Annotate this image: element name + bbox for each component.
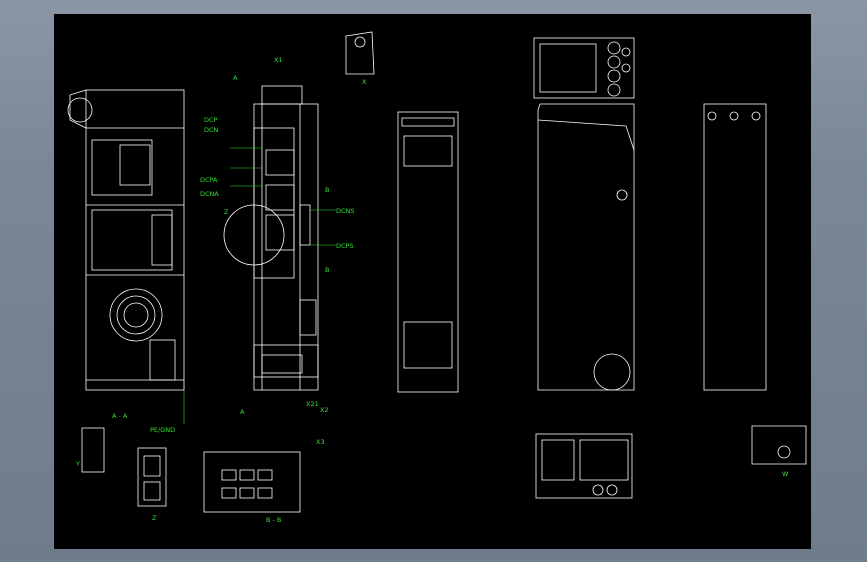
section-a-top: A <box>233 74 238 82</box>
front-module-view <box>223 85 319 391</box>
callout-x2: X2 <box>320 406 329 414</box>
callout-x3: X3 <box>316 438 325 446</box>
detail-z-callout: Z <box>224 208 229 216</box>
view-y-label: Y <box>75 460 80 468</box>
callout-x21: X21 <box>306 400 319 408</box>
section-a-bottom: A <box>240 408 245 416</box>
section-b-bottom: B <box>325 266 329 274</box>
detail-z-view <box>137 447 167 507</box>
dcp-label: DCP <box>204 116 218 124</box>
view-w-label: W <box>782 470 789 478</box>
section-b-top: B <box>325 186 329 194</box>
section-bb-label: B - B <box>266 516 281 524</box>
drawing-sheet[interactable] <box>54 14 811 549</box>
detail-x-view <box>345 31 375 75</box>
dcn-label: DCN <box>204 126 219 134</box>
top-view <box>533 37 635 99</box>
rear-view <box>703 103 767 391</box>
section-aa-label: A - A <box>112 412 128 420</box>
dcns-label: DCNS <box>336 207 355 215</box>
bottom-view <box>535 433 633 499</box>
callout-x1: X1 <box>274 56 283 64</box>
side-view <box>537 103 635 391</box>
dcps-label: DCPS <box>336 242 354 250</box>
pe-label: PE/GND <box>150 426 175 434</box>
detail-y-view <box>81 427 105 473</box>
section-bb-view <box>203 451 301 513</box>
view-z-label: Z <box>152 514 157 522</box>
detail-w-view <box>751 425 807 465</box>
dcna-label: DCNA <box>200 190 219 198</box>
front-cover-view <box>397 111 459 393</box>
dcpa-label: DCPA <box>200 176 218 184</box>
section-aa-view <box>67 89 185 391</box>
view-x-label: X <box>362 78 367 86</box>
